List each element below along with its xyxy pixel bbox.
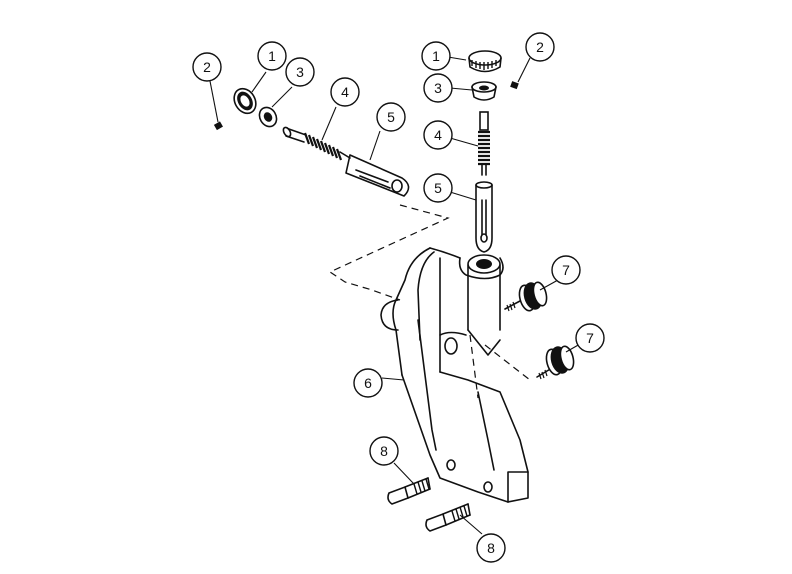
right-bushing xyxy=(471,81,497,101)
callout-8-lower: 8 xyxy=(476,533,506,563)
main-bracket xyxy=(380,247,529,503)
svg-text:8: 8 xyxy=(380,443,388,459)
callout-5-right: 5 xyxy=(423,173,453,203)
left-spring-plunger xyxy=(282,126,351,161)
callout-3-left: 3 xyxy=(285,57,315,87)
lower-thumb-screw xyxy=(536,345,575,380)
svg-text:5: 5 xyxy=(387,109,395,125)
callout-7-lower: 7 xyxy=(575,323,605,353)
svg-text:1: 1 xyxy=(432,48,440,64)
callout-4-right: 4 xyxy=(423,120,453,150)
right-clevis xyxy=(475,181,493,253)
callout-6: 6 xyxy=(353,368,383,398)
callout-2-right: 2 xyxy=(525,32,555,62)
left-clevis xyxy=(345,154,410,197)
callout-1-left: 1 xyxy=(257,41,287,71)
right-knurled-knob xyxy=(468,50,502,73)
callout-8-upper: 8 xyxy=(369,436,399,466)
callout-4-left: 4 xyxy=(330,77,360,107)
svg-text:5: 5 xyxy=(434,180,442,196)
left-knurled-knob xyxy=(233,87,257,115)
upper-cap-screw xyxy=(387,477,431,505)
leader-lines xyxy=(208,56,581,535)
svg-text:4: 4 xyxy=(341,84,349,100)
svg-text:6: 6 xyxy=(364,375,372,391)
right-spring-plunger xyxy=(478,111,490,176)
svg-text:7: 7 xyxy=(562,262,570,278)
callout-2-left: 2 xyxy=(192,52,222,82)
left-set-screw xyxy=(213,121,223,131)
left-bushing xyxy=(258,106,278,128)
right-set-screw xyxy=(510,81,519,90)
svg-text:2: 2 xyxy=(203,59,211,75)
callout-5-left: 5 xyxy=(376,102,406,132)
callout-7-upper: 7 xyxy=(551,255,581,285)
svg-text:3: 3 xyxy=(296,64,304,80)
svg-text:3: 3 xyxy=(434,80,442,96)
assembly-center-lines xyxy=(328,204,531,399)
callout-1-right: 1 xyxy=(421,41,451,71)
callout-3-right: 3 xyxy=(423,73,453,103)
svg-text:7: 7 xyxy=(586,330,594,346)
svg-text:8: 8 xyxy=(487,540,495,556)
upper-thumb-screw xyxy=(504,281,548,312)
svg-text:4: 4 xyxy=(434,127,442,143)
svg-text:2: 2 xyxy=(536,39,544,55)
lower-cap-screw xyxy=(425,503,471,532)
svg-text:1: 1 xyxy=(268,48,276,64)
